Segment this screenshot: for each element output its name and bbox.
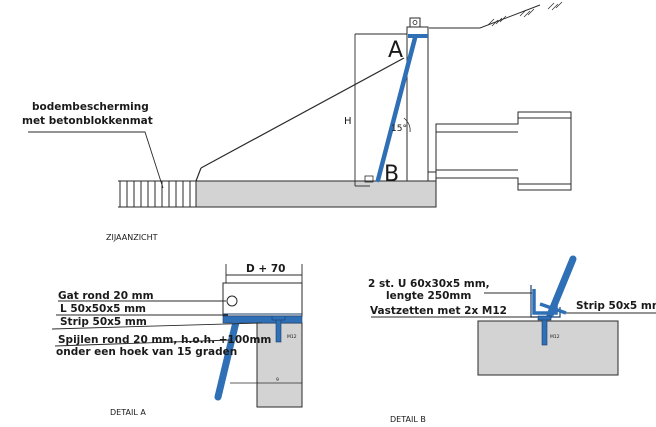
bed-protection-label-1: bodembescherming — [32, 101, 149, 113]
detail-a-note-strip: Strip 50x5 mm — [60, 316, 147, 328]
top-fixture — [409, 17, 421, 28]
detail-b: M12 2 st. U 60x30x5 mm, lengte 250mm Vas… — [368, 255, 656, 424]
chute-slope — [200, 57, 405, 169]
detail-a-dimension — [225, 264, 303, 283]
detail-b-bolt-label: M12 — [550, 334, 560, 340]
detail-a-leaders — [51, 300, 263, 347]
bed-protection-leader — [28, 131, 164, 189]
block-mat — [118, 180, 196, 208]
trash-rack-bottom — [364, 175, 374, 183]
detail-b-note-u-2: lengte 250mm — [386, 290, 471, 302]
detail-a-note-hole: Gat rond 20 mm — [58, 290, 154, 302]
side-view: bodembescherming met betonblokkenmat — [22, 1, 572, 242]
detail-a-gap-label: 9 — [276, 377, 279, 383]
detail-a-hole — [226, 295, 238, 307]
detail-b-concrete — [477, 320, 619, 376]
culvert-pipe — [435, 111, 572, 191]
trash-rack-bar — [375, 35, 418, 183]
detail-b-leaders — [371, 292, 656, 318]
detail-a: D + 70 M12 9 Gat rond 20 mm L 50x50x5 mm… — [51, 263, 303, 417]
detail-b-note-u-1: 2 st. U 60x30x5 mm, — [368, 278, 490, 290]
chute-slope-foot — [195, 167, 202, 182]
point-b-label: B — [384, 162, 399, 187]
detail-b-caption: DETAIL B — [390, 415, 426, 424]
concrete-slab — [195, 180, 437, 208]
detail-b-bolt — [541, 316, 548, 346]
detail-a-note-angle: L 50x50x5 mm — [60, 303, 146, 315]
angle-arc — [403, 117, 411, 133]
height-label: H — [344, 116, 352, 127]
detail-a-dimension-label: D + 70 — [246, 263, 285, 275]
top-fixture-hole — [412, 20, 418, 25]
point-a-label: A — [388, 38, 403, 63]
detail-b-bolt-head — [537, 315, 552, 321]
detail-a-note-bars-1: Spijlen rond 20 mm, h.o.h. +100mm — [58, 334, 271, 346]
detail-a-caption: DETAIL A — [110, 408, 146, 417]
detail-b-strip — [539, 302, 567, 315]
embankment-hatch — [487, 1, 563, 27]
detail-b-note-fix: Vastzetten met 2x M12 — [370, 305, 507, 317]
detail-a-bolt — [275, 317, 282, 343]
embankment-line — [429, 4, 541, 29]
detail-a-angle-steel — [222, 315, 303, 324]
headwall-step — [427, 171, 437, 182]
height-dimension — [354, 33, 407, 187]
detail-a-bolt-head — [271, 315, 286, 321]
detail-a-note-bars-2: onder een hoek van 15 graden — [56, 346, 237, 358]
detail-b-note-strip: Strip 50x5 mm — [576, 300, 656, 312]
detail-a-bolt-label: M12 — [287, 334, 297, 340]
detail-a-inclined-bar — [214, 318, 240, 401]
side-view-caption: ZIJAANZICHT — [106, 233, 158, 242]
angle-label: 15° — [391, 124, 407, 134]
detail-b-bar — [546, 255, 577, 319]
bed-protection-label-2: met betonblokkenmat — [22, 115, 153, 127]
